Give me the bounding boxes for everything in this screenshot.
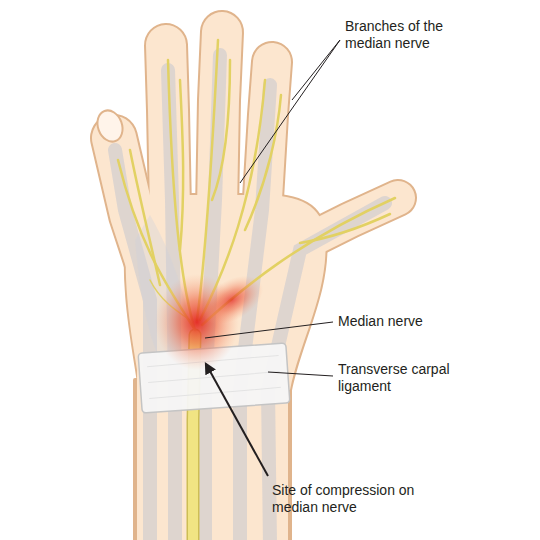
ring-branch (245, 95, 281, 230)
leader-line (268, 372, 333, 376)
callout-label: Branches of the median nerve (345, 18, 463, 52)
index-branch (180, 80, 183, 250)
compression-glow (193, 266, 272, 335)
leader-line (205, 322, 333, 338)
leader-line (240, 40, 340, 183)
hand-outline (114, 32, 398, 540)
thumb-branch (130, 150, 160, 285)
callout-label: Transverse carpal ligament (338, 361, 463, 395)
compression-arrow (206, 364, 268, 476)
callout-label: Median nerve (338, 313, 468, 330)
thumbnail (93, 107, 126, 145)
leader-line (292, 40, 340, 100)
middle-branch (212, 60, 230, 200)
callout-label: Site of compression on median nerve (272, 482, 422, 516)
hand-fill (114, 32, 398, 540)
tendons (115, 55, 385, 540)
little-branch (300, 214, 390, 243)
leader-lines (205, 40, 340, 376)
